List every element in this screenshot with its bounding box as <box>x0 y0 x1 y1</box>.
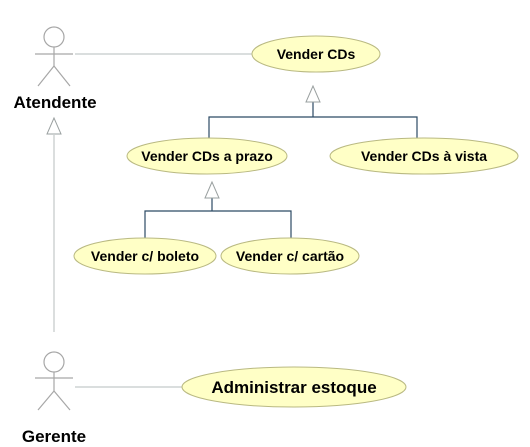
use-case-vender-cds[interactable]: Vender CDs <box>251 35 381 73</box>
actor-atendente[interactable]: Atendente <box>13 26 97 112</box>
use-case-label: Vender CDs a prazo <box>141 148 273 164</box>
use-case-label: Vender CDs <box>277 46 356 62</box>
use-case-label: Administrar estoque <box>211 378 376 397</box>
actor-label: Atendente <box>13 93 96 112</box>
use-case-label: Vender c/ cartão <box>236 248 344 264</box>
use-case-label: Vender c/ boleto <box>91 248 199 264</box>
use-case-vender-c-cartao[interactable]: Vender c/ cartão <box>220 237 360 275</box>
actor-gerente[interactable]: Gerente <box>22 351 86 446</box>
use-case-vender-cds-a-vista[interactable]: Vender CDs à vista <box>329 137 519 175</box>
generalization-gerente-atendente <box>46 116 62 332</box>
generalization-vender-cds <box>208 84 418 139</box>
stick-figure-icon <box>35 351 73 411</box>
generalization-vender-cds-a-prazo <box>144 180 292 240</box>
use-case-vender-cds-a-prazo[interactable]: Vender CDs a prazo <box>126 137 288 175</box>
use-case-vender-c-boleto[interactable]: Vender c/ boleto <box>73 237 217 275</box>
use-case-label: Vender CDs à vista <box>361 148 487 164</box>
stick-figure-icon <box>35 26 73 87</box>
actor-label: Gerente <box>22 427 86 446</box>
use-case-administrar-estoque[interactable]: Administrar estoque <box>181 366 407 408</box>
